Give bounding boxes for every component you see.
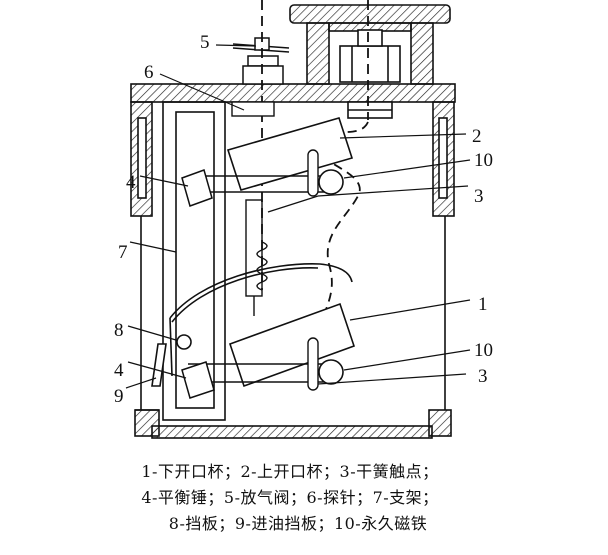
legend-line-3: 8-挡板；9-进油挡板；10-永久磁铁 [168,514,428,533]
housing [130,83,456,439]
upper-magnet [318,169,344,195]
lower-reed-contact [307,337,319,391]
callout-9: 9 [114,386,124,407]
upper-reed-contact [267,149,319,213]
lower-open-cup [228,302,356,388]
callout-10-lower: 10 [474,340,493,361]
oil-inlet-baffle [151,343,167,387]
callout-2: 2 [472,126,482,147]
callout-6: 6 [144,62,154,83]
upper-cup-arm [190,175,330,193]
legend-line-2: 4-平衡锤；5-放气阀；6-探针；7-支架； [141,488,439,507]
callout-7: 7 [118,242,128,263]
top-terminal-housing [289,4,451,119]
callout-8: 8 [114,320,124,341]
baffle [169,263,353,377]
callout-5: 5 [200,32,210,53]
callout-4-upper: 4 [126,172,136,193]
lower-magnet [318,359,344,385]
top-cover [130,83,456,103]
callout-10-upper: 10 [474,150,493,171]
callout-3-lower: 3 [478,366,488,387]
upper-counterweight [181,169,213,207]
callout-labels: 5 6 4 7 8 4 9 2 10 3 1 10 3 [114,32,493,407]
callout-1: 1 [478,294,488,315]
leader-lines [125,44,471,389]
probe [231,101,275,117]
lower-counterweight [181,361,215,399]
bleed-valve [232,37,290,85]
callout-3-upper: 3 [474,186,484,207]
center-stem [245,199,268,316]
callout-4-lower: 4 [114,360,124,381]
support-bracket [162,101,226,421]
legend-line-1: 1-下开口杯；2-上开口杯；3-干簧触点； [141,462,439,481]
